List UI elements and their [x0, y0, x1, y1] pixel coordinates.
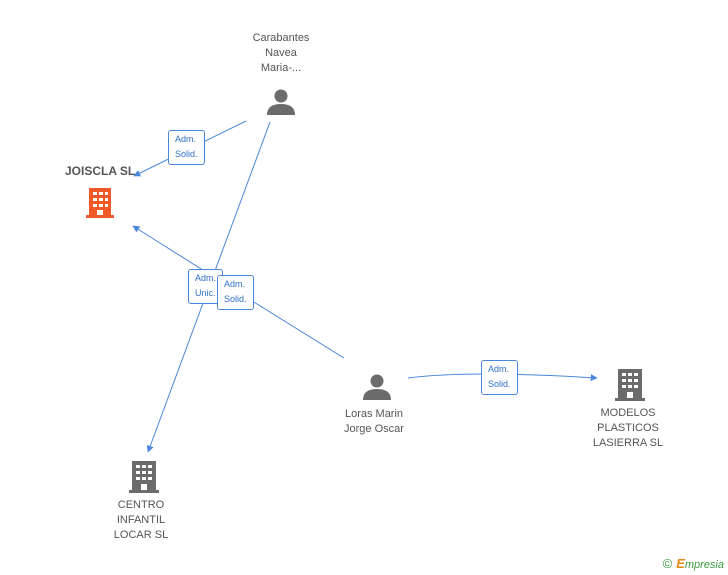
- brand-logo-initial: E: [676, 556, 685, 571]
- footer-brand: ©Empresia: [663, 556, 724, 571]
- brand-logo-text: mpresia: [684, 559, 724, 571]
- building-icon[interactable]: [615, 369, 645, 401]
- building-icon[interactable]: [86, 188, 114, 218]
- node-label-centro[interactable]: CENTRO INFANTIL LOCAR SL: [113, 499, 169, 541]
- edge-tag-loras-joiscla[interactable]: Adm. Solid.: [217, 275, 254, 310]
- building-icon[interactable]: [129, 461, 159, 493]
- node-label-carabantes[interactable]: Carabantes Navea Maria-...: [252, 32, 310, 74]
- node-label-modelos[interactable]: MODELOS PLASTICOS LASIERRA SL: [592, 407, 664, 449]
- person-icon[interactable]: [267, 89, 295, 116]
- edge-tag-loras-modelos[interactable]: Adm. Solid.: [481, 360, 518, 395]
- node-label-joiscla[interactable]: JOISCLA SL: [65, 164, 136, 178]
- copyright-icon: ©: [662, 556, 673, 571]
- edge-tag-carabantes-joiscla[interactable]: Adm. Solid.: [168, 130, 205, 165]
- node-label-loras[interactable]: Loras Marin Jorge Oscar: [344, 408, 404, 435]
- edge-tag-carabantes-centro[interactable]: Adm. Unic.: [188, 269, 224, 304]
- person-icon[interactable]: [363, 374, 391, 401]
